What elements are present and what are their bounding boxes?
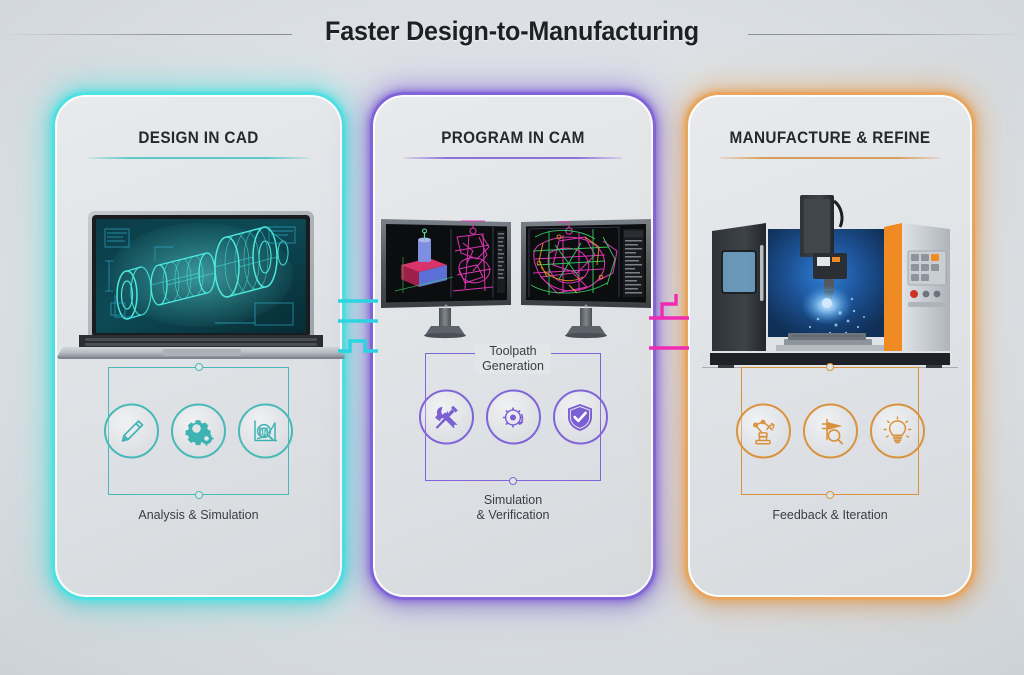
bracket-cad (55, 363, 342, 499)
panel-program-in-cam[interactable]: PROGRAM IN CAM (370, 92, 656, 600)
panel-underline-cad (86, 157, 311, 159)
bracket-dot-bottom (509, 477, 517, 485)
icon-cluster-mfg: Feedback & Iteration (688, 363, 972, 522)
icon-row-cam (373, 389, 653, 445)
bracket-dot-bottom (826, 491, 834, 499)
toplabel-line2: Generation (482, 359, 544, 373)
chart-magnifier-icon[interactable] (238, 403, 293, 459)
caption-line1: Simulation (483, 493, 543, 507)
panel-underline-mfg (719, 157, 941, 159)
bracket-dot-top (194, 363, 203, 371)
icon-row-cad (55, 403, 342, 459)
panel-title-cad: DESIGN IN CAD (138, 128, 259, 147)
robot-arm-icon[interactable] (735, 403, 791, 459)
page-title: Faster Design-to-Manufacturing (325, 16, 699, 46)
bracket-mfg (688, 363, 972, 499)
inspect-magnifier-icon[interactable] (802, 403, 858, 459)
laptop-cad-illustration (55, 199, 345, 359)
cluster-caption-cam: Simulation & Verification (373, 493, 653, 523)
pencil-icon[interactable] (104, 403, 159, 459)
icon-row-mfg (688, 403, 972, 459)
wrench-screwdriver-icon[interactable] (418, 389, 474, 445)
toplabel-line1: Toolpath (489, 344, 537, 358)
cluster-toplabel-cam: Toolpath Generation (475, 344, 551, 374)
bracket-dot-bottom (194, 491, 203, 499)
panel-underline-cam (403, 157, 623, 159)
connector-cam-to-mfg (649, 288, 689, 358)
gear-icon[interactable] (171, 403, 226, 459)
icon-cluster-cad: Analysis & Simulation (55, 363, 342, 522)
panel-title-mfg: MANUFACTURE & REFINE (729, 128, 931, 147)
icon-cluster-cam: Toolpath Generation (373, 344, 653, 522)
cluster-caption-cad: Analysis & Simulation (138, 508, 259, 522)
cnc-machine-illustration (688, 193, 972, 371)
connector-cad-to-cam (338, 288, 378, 358)
cluster-caption-mfg: Feedback & Iteration (772, 508, 888, 522)
caption-line2: & Verification (476, 508, 550, 522)
shield-check-icon[interactable] (552, 389, 608, 445)
lightbulb-icon[interactable] (869, 403, 925, 459)
bracket-cam: Toolpath Generation (373, 344, 653, 485)
title-bar: Faster Design-to-Manufacturing (0, 0, 1024, 72)
dual-monitors-illustration (373, 207, 653, 347)
panel-design-in-cad[interactable]: DESIGN IN CAD (52, 92, 345, 600)
bracket-dot-top (826, 363, 834, 371)
panel-manufacture-and-refine[interactable]: MANUFACTURE & REFINE (685, 92, 975, 600)
title-rule-right (748, 34, 1024, 35)
panel-title-cam: PROGRAM IN CAM (441, 128, 585, 147)
title-rule-left (0, 34, 292, 35)
gear-arrow-icon[interactable] (485, 389, 541, 445)
